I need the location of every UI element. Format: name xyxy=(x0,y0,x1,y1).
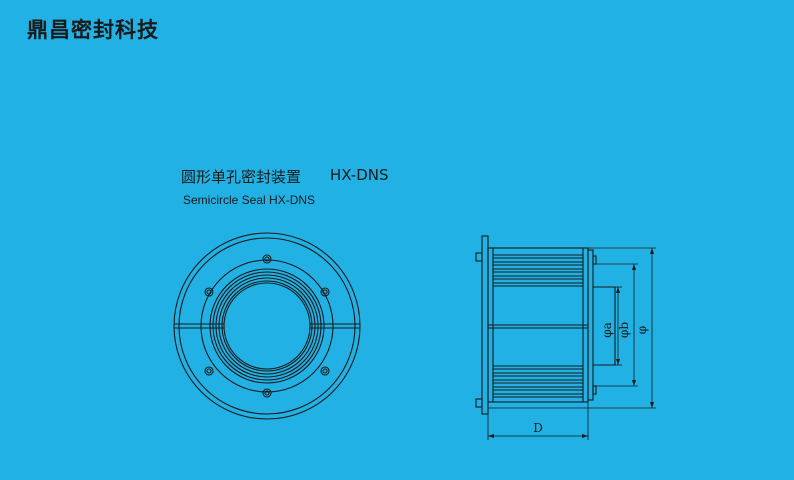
flange-inner-circle xyxy=(178,237,356,415)
bolt-holes xyxy=(204,254,330,398)
flange-plate xyxy=(481,235,489,415)
right-flange xyxy=(587,249,594,401)
bolt-head xyxy=(592,255,597,265)
ring-1 xyxy=(209,268,325,384)
bore-step xyxy=(593,286,616,366)
brand-logo: 鼎昌密封科技 xyxy=(27,18,159,42)
bolt-hole xyxy=(322,368,328,374)
dim-phi-a-label: φa xyxy=(600,322,614,338)
bolt-hole xyxy=(264,256,270,262)
top-grooves xyxy=(493,254,583,287)
body-circle xyxy=(200,259,334,393)
ring-4 xyxy=(218,277,316,375)
dimension-arrows xyxy=(488,248,654,438)
product-title-en: Semicircle Seal HX-DNS xyxy=(183,193,316,207)
ring-5 xyxy=(221,280,313,372)
front-view xyxy=(173,232,361,420)
product-model: HX-DNS xyxy=(330,166,389,184)
side-view xyxy=(475,235,616,415)
bolt-head xyxy=(475,398,483,408)
bolt-hole xyxy=(262,388,272,398)
bolt-hole xyxy=(262,254,272,264)
bottom-grooves xyxy=(493,365,583,398)
dim-phi-b-label: φb xyxy=(617,322,631,338)
bore-circle xyxy=(223,282,311,370)
bolt-hole xyxy=(204,287,214,297)
bolt-hole xyxy=(206,368,212,374)
bolt-hole xyxy=(322,289,328,295)
ring-2 xyxy=(212,271,322,381)
bolt-hole xyxy=(204,366,214,376)
dim-d-label: D xyxy=(533,421,543,435)
ring-3 xyxy=(215,274,319,378)
bolt-hole xyxy=(206,289,212,295)
product-title-cn: 圆形单孔密封装置 xyxy=(181,168,302,186)
outer-flange-circle xyxy=(173,232,361,420)
bolt-head xyxy=(592,385,597,395)
dim-phi-label: φ xyxy=(635,326,649,334)
bolt-head xyxy=(475,252,483,262)
bolt-hole xyxy=(264,390,270,396)
dimension-lines xyxy=(487,247,656,440)
bolt-hole xyxy=(320,287,330,297)
bolt-hole xyxy=(320,366,330,376)
